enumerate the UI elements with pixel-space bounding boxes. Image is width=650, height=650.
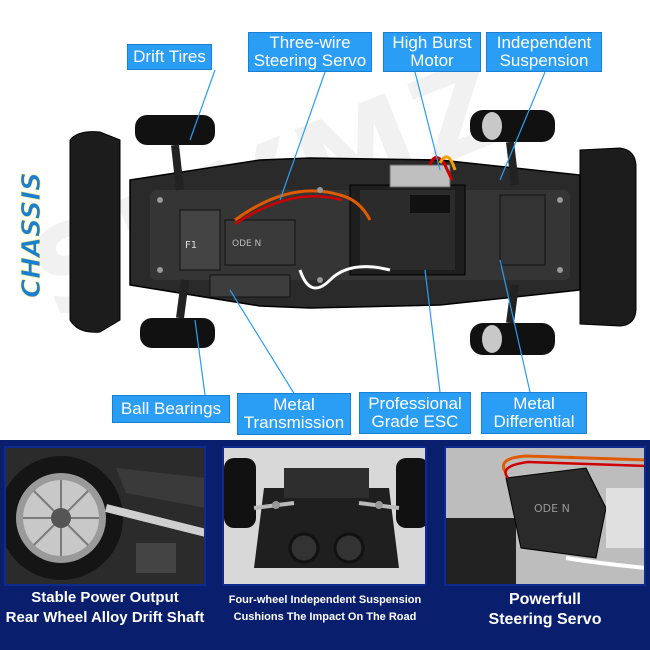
callout-ball-bearings: Ball Bearings [112, 395, 230, 423]
callout-motor: High Burst Motor [383, 32, 481, 72]
callout-suspension: Independent Suspension [486, 32, 602, 72]
steering-servo [224, 219, 296, 266]
callout-leader-lines [189, 69, 546, 396]
callout-esc: Professional Grade ESC [359, 392, 471, 434]
servo-code-label: F1 [185, 240, 197, 251]
caption-servo-line1: Powerfull [508, 591, 581, 608]
callout-transmission: Metal Transmission [237, 393, 351, 435]
caption-suspension-line1: Four-wheel Independent Suspension [228, 594, 422, 606]
callout-steering-servo: Three-wire Steering Servo [248, 32, 372, 72]
panel-drift-shaft-photo [4, 446, 206, 586]
front-bumper [69, 131, 121, 333]
servo-housing [179, 209, 221, 271]
caption-drift-shaft-line1: Stable Power Output [31, 589, 179, 606]
caption-servo: Powerfull Steering Servo [444, 590, 646, 630]
callout-differential: Metal Differential [481, 392, 587, 434]
transmission-housing [209, 274, 291, 298]
panel-servo-photo: ODE N [444, 446, 646, 586]
servo-wires [234, 189, 372, 222]
rear-bumper [579, 147, 637, 327]
servo-label: ODE N [232, 239, 261, 249]
feature-panels-section: ODE N Stable Power Output Rear Wheel All… [0, 440, 650, 650]
caption-drift-shaft: Stable Power Output Rear Wheel Alloy Dri… [2, 588, 208, 628]
front-left-tire [135, 115, 215, 145]
caption-drift-shaft-line2: Rear Wheel Alloy Drift Shaft [5, 609, 205, 626]
chassis-diagram-section: SKYMZ CHASSIS F1 ODE N [12, 30, 637, 435]
callout-drift-tires: Drift Tires [127, 44, 212, 70]
drift-shaft-image [6, 448, 204, 584]
caption-suspension: Four-wheel Independent Suspension Cushio… [216, 592, 434, 626]
servo-image: ODE N [446, 448, 644, 584]
chassis-illustration: F1 ODE N [69, 110, 637, 355]
caption-servo-line2: Steering Servo [488, 611, 602, 628]
differential-housing [499, 194, 546, 266]
servo-photo-label: ODE N [534, 502, 570, 515]
caption-suspension-line2: Cushions The Impact On The Road [233, 611, 417, 623]
chassis-label-text: CHASSIS [17, 172, 47, 298]
panel-suspension-photo [222, 446, 427, 586]
chassis-vertical-label: CHASSIS [17, 172, 48, 299]
suspension-image [224, 448, 425, 584]
